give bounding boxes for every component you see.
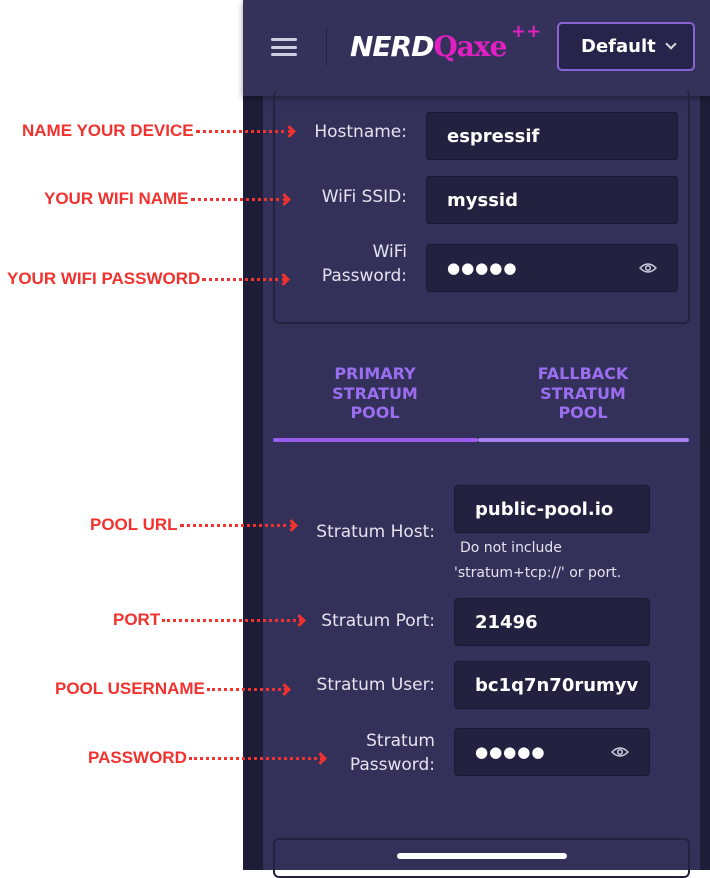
annotation-wifi-name-text: YOUR WIFI NAME [44,189,189,208]
wifi-password-input[interactable]: ●●●●● [426,244,678,292]
tab-primary-stratum-pool[interactable]: PRIMARY STRATUM POOL [275,364,475,423]
dotted-arrow-line [202,277,287,281]
scrollbar-edge [700,96,710,870]
theme-select[interactable]: Default [557,22,695,71]
stratum-password-label: Stratum Password: [280,729,435,777]
wifi-password-label-line2: Password: [321,266,407,286]
dotted-arrow-line [195,129,292,133]
annotation-wifi-password: YOUR WIFI PASSWORD [7,269,291,289]
stratum-host-label: Stratum Host: [316,522,435,542]
chevron-down-icon [665,38,677,50]
tab-primary-line3: POOL [350,403,400,422]
dotted-arrow-line [188,756,323,760]
annotation-pool-username: POOL USERNAME [55,679,291,699]
dotted-arrow-line [206,687,287,691]
logo-text-nerd: NERD [350,30,434,63]
arrow-icon [284,518,298,532]
top-header: NERDQaxe ++ Default [243,0,710,96]
stratum-user-label: Stratum User: [316,675,435,695]
arrow-icon [278,682,291,696]
stratum-host-input[interactable]: public-pool.io [454,485,650,533]
stratum-user-value: bc1q7n70rumyv [475,674,639,696]
home-indicator [397,853,567,859]
arrow-icon [277,272,291,286]
annotation-pool-username-text: POOL USERNAME [55,679,205,698]
stratum-password-input[interactable]: ●●●●● [454,728,650,776]
stratum-user-input[interactable]: bc1q7n70rumyv [454,661,650,709]
wifi-ssid-input[interactable]: myssid [426,176,678,224]
logo-sup: ++ [511,21,542,42]
sidebar-edge [243,96,263,870]
hostname-value: espressif [447,125,540,147]
tab-fallback-underline [478,438,689,442]
logo: NERDQaxe [350,30,507,64]
annotation-wifi-name: YOUR WIFI NAME [44,189,291,209]
tab-primary-underline [273,438,478,442]
stratum-host-value: public-pool.io [475,498,614,520]
hostname-label: Hostname: [314,122,407,142]
stratum-host-hint: Do not include 'stratum+tcp://' or port. [454,536,621,586]
wifi-password-label-line1: WiFi [372,242,407,262]
tab-fallback-line2: STRATUM [540,383,626,403]
annotation-device-text: NAME YOUR DEVICE [22,121,194,140]
tab-fallback-stratum-pool[interactable]: FALLBACK STRATUM POOL [483,364,683,423]
dotted-arrow-line [162,618,303,622]
stratum-host-hint-line2: 'stratum+tcp://' or port. [454,565,622,581]
annotation-password: PASSWORD [88,748,327,768]
eye-icon[interactable] [611,746,629,758]
annotation-port: PORT [113,610,307,630]
dotted-arrow-line [190,197,287,201]
wifi-password-label: WiFi Password: [280,240,407,288]
stratum-port-input[interactable]: 21496 [454,598,650,646]
stratum-password-value: ●●●●● [475,743,546,761]
stratum-port-value: 21496 [475,611,538,633]
stratum-password-label-line2: Password: [349,755,435,775]
logo-text-qaxe: Qaxe [433,30,507,63]
theme-select-value: Default [581,36,656,57]
hostname-input[interactable]: espressif [426,112,678,160]
wifi-ssid-label: WiFi SSID: [321,187,407,207]
arrow-icon [313,751,327,765]
annotation-port-text: PORT [113,610,161,629]
arrow-icon [277,192,291,206]
annotation-device: NAME YOUR DEVICE [22,121,296,141]
arrow-icon [282,124,296,138]
stratum-password-label-line1: Stratum [366,731,435,751]
stratum-host-hint-line1: Do not include [460,540,562,556]
hamburger-menu-icon[interactable] [271,38,297,56]
tab-primary-line2: STRATUM [332,383,418,403]
wifi-settings-card [273,90,690,324]
dotted-arrow-line [179,523,294,527]
tab-fallback-line3: POOL [558,403,608,422]
annotation-pool-url: POOL URL [90,515,298,535]
wifi-ssid-value: myssid [447,189,518,211]
tab-primary-line1: PRIMARY [334,364,416,383]
tab-fallback-line1: FALLBACK [537,364,629,383]
annotation-pool-url-text: POOL URL [90,515,178,534]
eye-icon[interactable] [639,262,657,274]
arrow-icon [293,613,307,627]
annotation-password-text: PASSWORD [88,748,187,767]
stratum-port-label: Stratum Port: [321,611,435,631]
wifi-password-value: ●●●●● [447,259,518,277]
annotation-wifi-password-text: YOUR WIFI PASSWORD [7,269,201,288]
header-divider [326,28,327,66]
